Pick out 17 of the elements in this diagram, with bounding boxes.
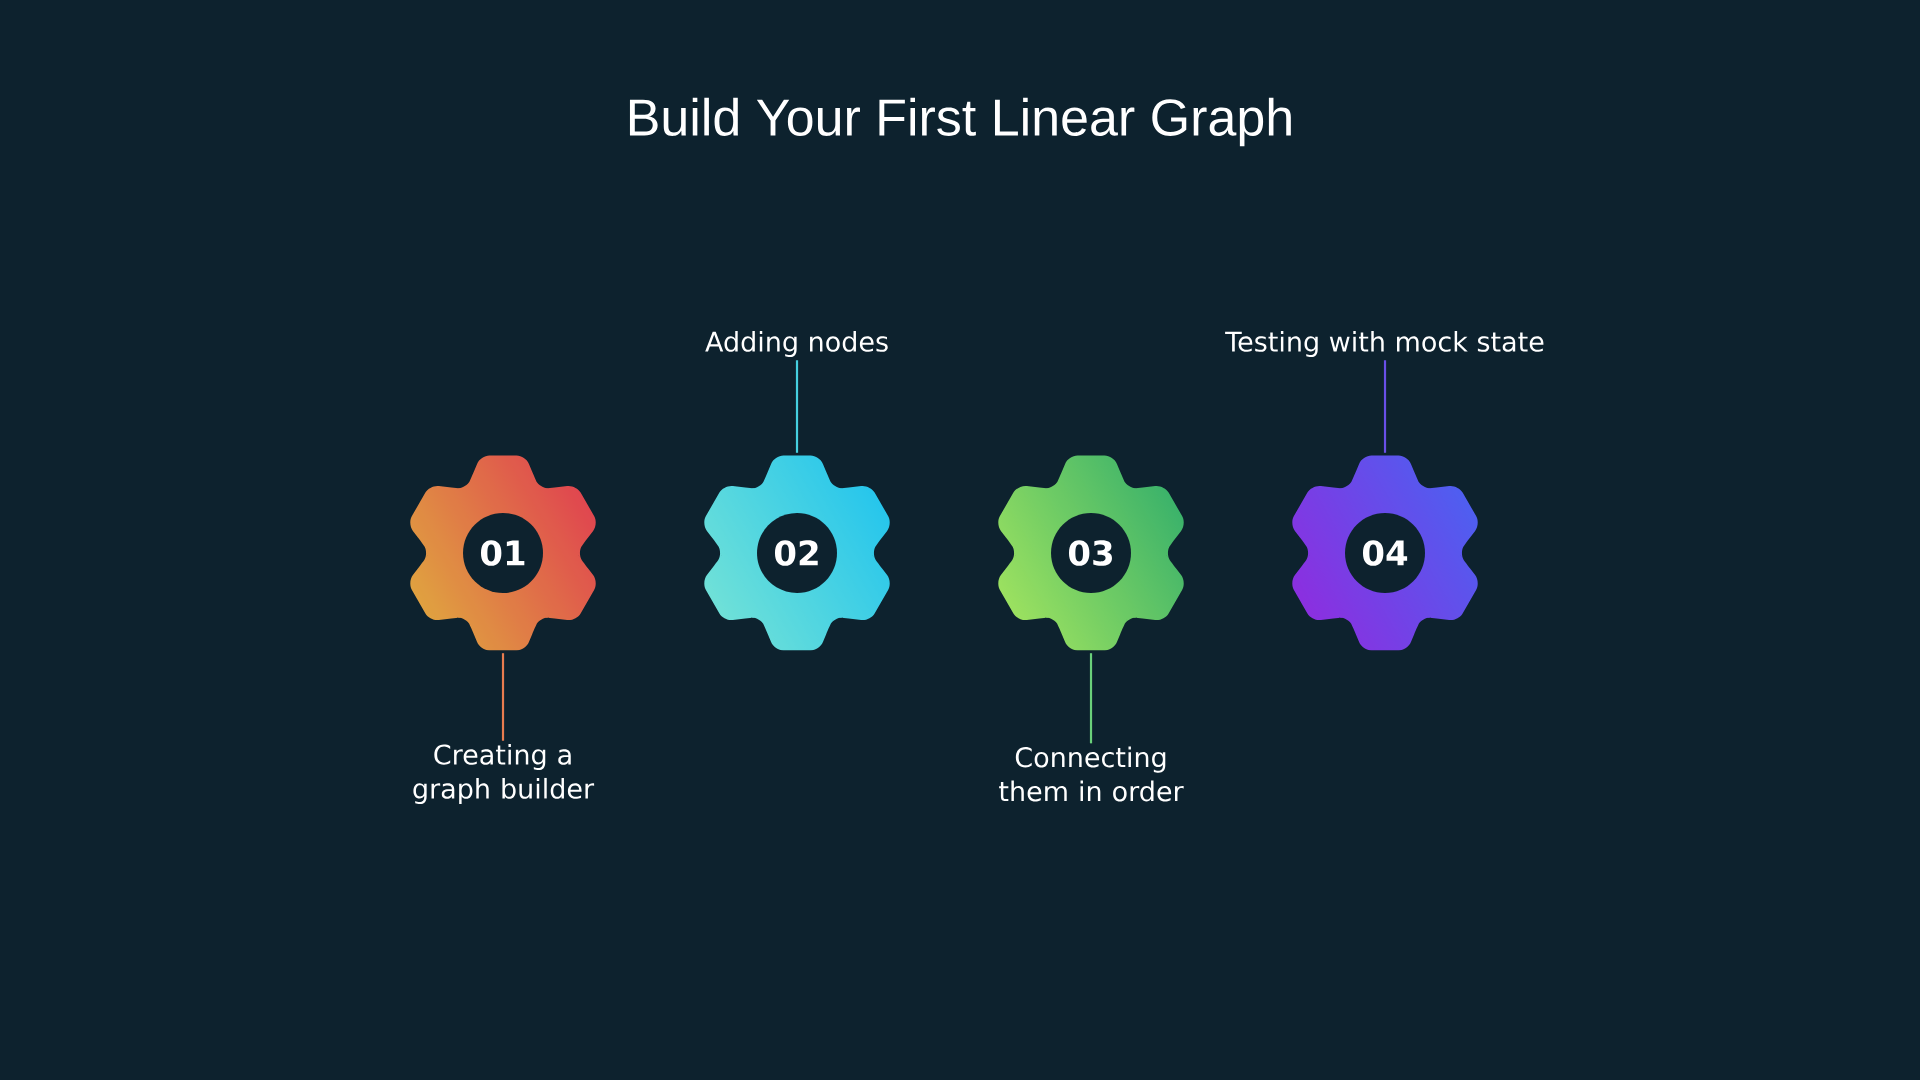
node-label: 01 <box>480 540 525 566</box>
leader-line <box>795 360 799 453</box>
step-label: Creating a graph builder <box>413 743 595 805</box>
node-label: 04 <box>1362 540 1408 566</box>
node-label: 02 <box>774 540 818 566</box>
node-label: 03 <box>1068 540 1112 566</box>
leader-line <box>1383 360 1387 453</box>
gear: 02 <box>757 513 837 593</box>
gear: 01 <box>463 513 543 593</box>
step-label: Testing with mock state <box>1225 330 1544 358</box>
leader-line <box>501 653 505 741</box>
title: Build Your First Linear Graph <box>629 97 1291 147</box>
gear: 03 <box>1051 513 1131 593</box>
step-label: Connecting them in order <box>999 746 1184 802</box>
step-label: Adding nodes <box>705 330 888 358</box>
gear: 04 <box>1345 513 1425 593</box>
leader-line <box>1089 653 1093 744</box>
